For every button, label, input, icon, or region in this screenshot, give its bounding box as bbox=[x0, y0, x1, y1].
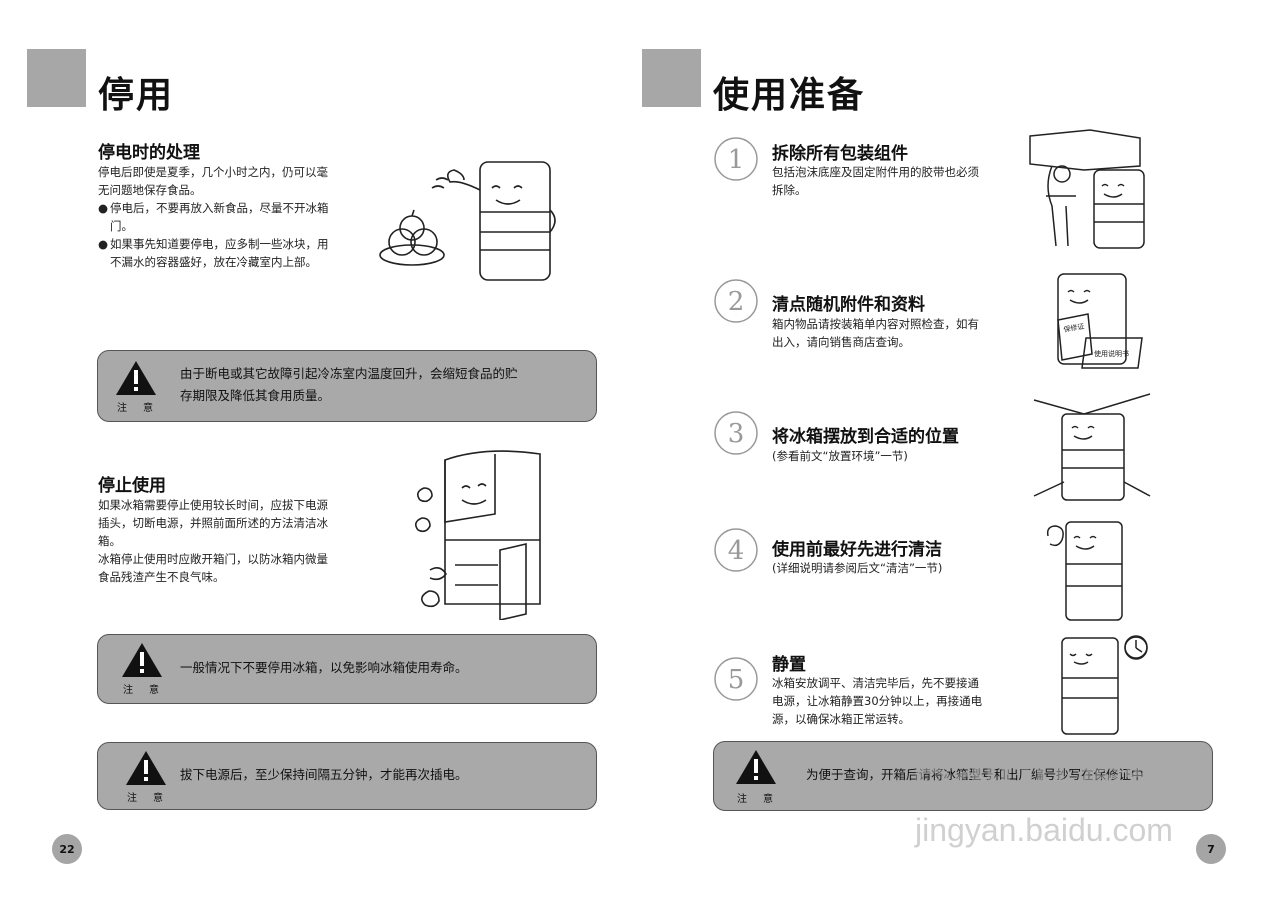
open-fridge-illustration bbox=[414, 450, 541, 620]
cleaning-fridge-illustration bbox=[1046, 521, 1123, 621]
right-page-number: 7 bbox=[1196, 834, 1226, 864]
svg-text:2: 2 bbox=[728, 287, 745, 317]
caution-message: 拔下电源后，至少保持间隔五分钟，才能再次插电。 bbox=[180, 767, 468, 782]
caution-box-2: 注意 一般情况下不要停用冰箱，以免影响冰箱使用寿命。 bbox=[97, 634, 597, 704]
step-number-5: 5 bbox=[714, 657, 758, 701]
caution-label: 注意 bbox=[737, 794, 789, 805]
right-title-block bbox=[642, 49, 701, 107]
step-number-4: 4 bbox=[714, 528, 758, 572]
stop-use-heading: 停止使用 bbox=[98, 476, 166, 496]
caution-message: 一般情况下不要停用冰箱，以免影响冰箱使用寿命。 bbox=[180, 660, 468, 675]
step-desc-3: (参看前文“放置环境”一节) bbox=[772, 449, 908, 463]
left-title-block bbox=[27, 49, 86, 107]
step-title-4: 使用前最好先进行清洁 bbox=[772, 540, 942, 560]
watermark-brand-mid: du bbox=[999, 739, 1068, 802]
watermark-brand-cn: 经验 bbox=[1079, 750, 1168, 801]
power-outage-text: 停电后即使是夏季，几个小时之内，仍可以毫 无问题地保存食品。 ●停电后，不要再放… bbox=[98, 163, 368, 271]
step-number-2: 2 bbox=[714, 279, 758, 323]
caution-box-3: 注意 拔下电源后，至少保持间隔五分钟，才能再次插电。 bbox=[97, 742, 597, 810]
svg-text:使用说明书: 使用说明书 bbox=[1094, 349, 1129, 358]
caution-message: 为便于查询，开箱后请将冰箱型号和出厂编号抄写在保修证中 bbox=[806, 767, 1144, 782]
watermark-url: jingyan.baidu.com bbox=[915, 812, 1173, 848]
power-outage-heading: 停电时的处理 bbox=[98, 143, 200, 163]
unpacking-illustration bbox=[1029, 129, 1145, 249]
caution-box-1: 注意 由于断电或其它故障引起冷冻室内温度回升，会缩短食品的贮 存期限及降低其食用… bbox=[97, 350, 597, 422]
caution-box-4: 注意 为便于查询，开箱后请将冰箱型号和出厂编号抄写在保修证中 bbox=[713, 741, 1213, 811]
fridge-apples-illustration bbox=[379, 161, 556, 281]
caution-message: 由于断电或其它故障引起冷冻室内温度回升，会缩短食品的贮 存期限及降低其食用质量。 bbox=[180, 366, 518, 403]
step-title-3: 将冰箱摆放到合适的位置 bbox=[772, 427, 959, 447]
stop-use-text: 如果冰箱需要停止使用较长时间，应拔下电源 插头，切断电源，并照前面所述的方法清洁… bbox=[98, 498, 328, 584]
list-item: ●停电后，不要再放入新食品，尽量不开冰箱 bbox=[98, 201, 329, 215]
placement-fridge-illustration bbox=[1033, 393, 1151, 501]
caution-label: 注意 bbox=[127, 793, 179, 804]
svg-text:1: 1 bbox=[728, 145, 745, 175]
baidu-watermark: Baidu 经验 bbox=[912, 738, 1167, 803]
svg-text:3: 3 bbox=[728, 419, 745, 449]
svg-text:4: 4 bbox=[728, 536, 745, 566]
step-desc-5: 冰箱安放调平、清洁完毕后，先不要接通 电源，让冰箱静置30分钟以上，再接通电 源… bbox=[772, 676, 983, 726]
svg-text:5: 5 bbox=[728, 665, 745, 695]
left-page-number: 22 bbox=[52, 834, 82, 864]
left-page-title: 停用 bbox=[98, 75, 175, 116]
step-desc-1: 包括泡沫底座及固定附件用的胶带也必须 拆除。 bbox=[772, 165, 979, 197]
caution-label: 注意 bbox=[117, 403, 169, 414]
caution-label: 注意 bbox=[123, 685, 175, 696]
clock-icon bbox=[1124, 635, 1148, 659]
warning-icon bbox=[126, 751, 166, 785]
step-title-2: 清点随机附件和资料 bbox=[772, 295, 925, 315]
step-desc-4: (详细说明请参阅后文“清洁”一节) bbox=[772, 561, 943, 575]
list-item: ●如果事先知道要停电，应多制一些冰块，用 bbox=[98, 237, 329, 251]
warning-icon bbox=[116, 361, 156, 395]
warning-icon bbox=[736, 750, 776, 784]
watermark-brand: Bai bbox=[912, 739, 1000, 802]
step-title-5: 静置 bbox=[772, 655, 806, 675]
step-title-1: 拆除所有包装组件 bbox=[772, 144, 908, 164]
documents-fridge-illustration: 保修证 使用说明书 bbox=[1057, 273, 1143, 369]
svg-text:保修证: 保修证 bbox=[1063, 321, 1085, 334]
step-desc-2: 箱内物品请按装箱单内容对照检查，如有 出入，请向销售商店查询。 bbox=[772, 317, 979, 349]
warning-icon bbox=[122, 643, 162, 677]
step-number-1: 1 bbox=[714, 137, 758, 181]
step-number-3: 3 bbox=[714, 411, 758, 455]
right-page-title: 使用准备 bbox=[713, 75, 866, 116]
